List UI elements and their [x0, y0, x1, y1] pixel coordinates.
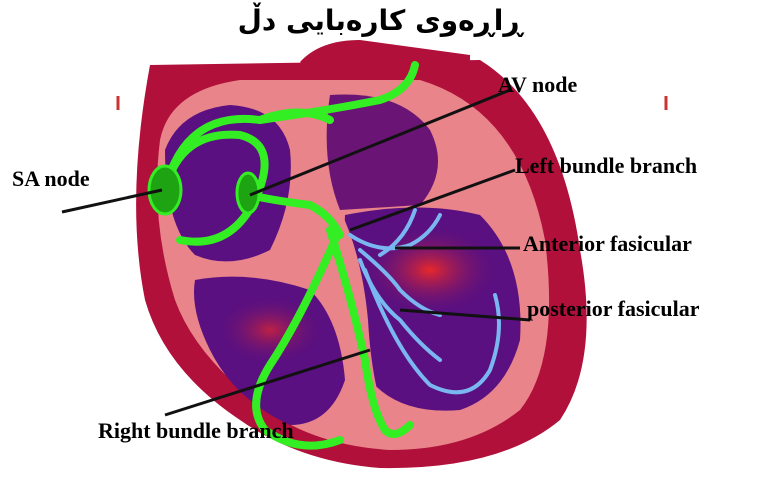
label-posterior-fasicular: posterior fasicular [527, 296, 700, 322]
label-left-bundle-branch: Left bundle branch [515, 153, 697, 179]
label-sa-node: SA node [12, 166, 90, 192]
label-right-bundle-branch: Right bundle branch [98, 418, 294, 444]
label-anterior-fasicular: Anterior fasicular [523, 231, 692, 257]
label-av-node: AV node [498, 72, 577, 98]
sa-node-shape [149, 166, 181, 214]
